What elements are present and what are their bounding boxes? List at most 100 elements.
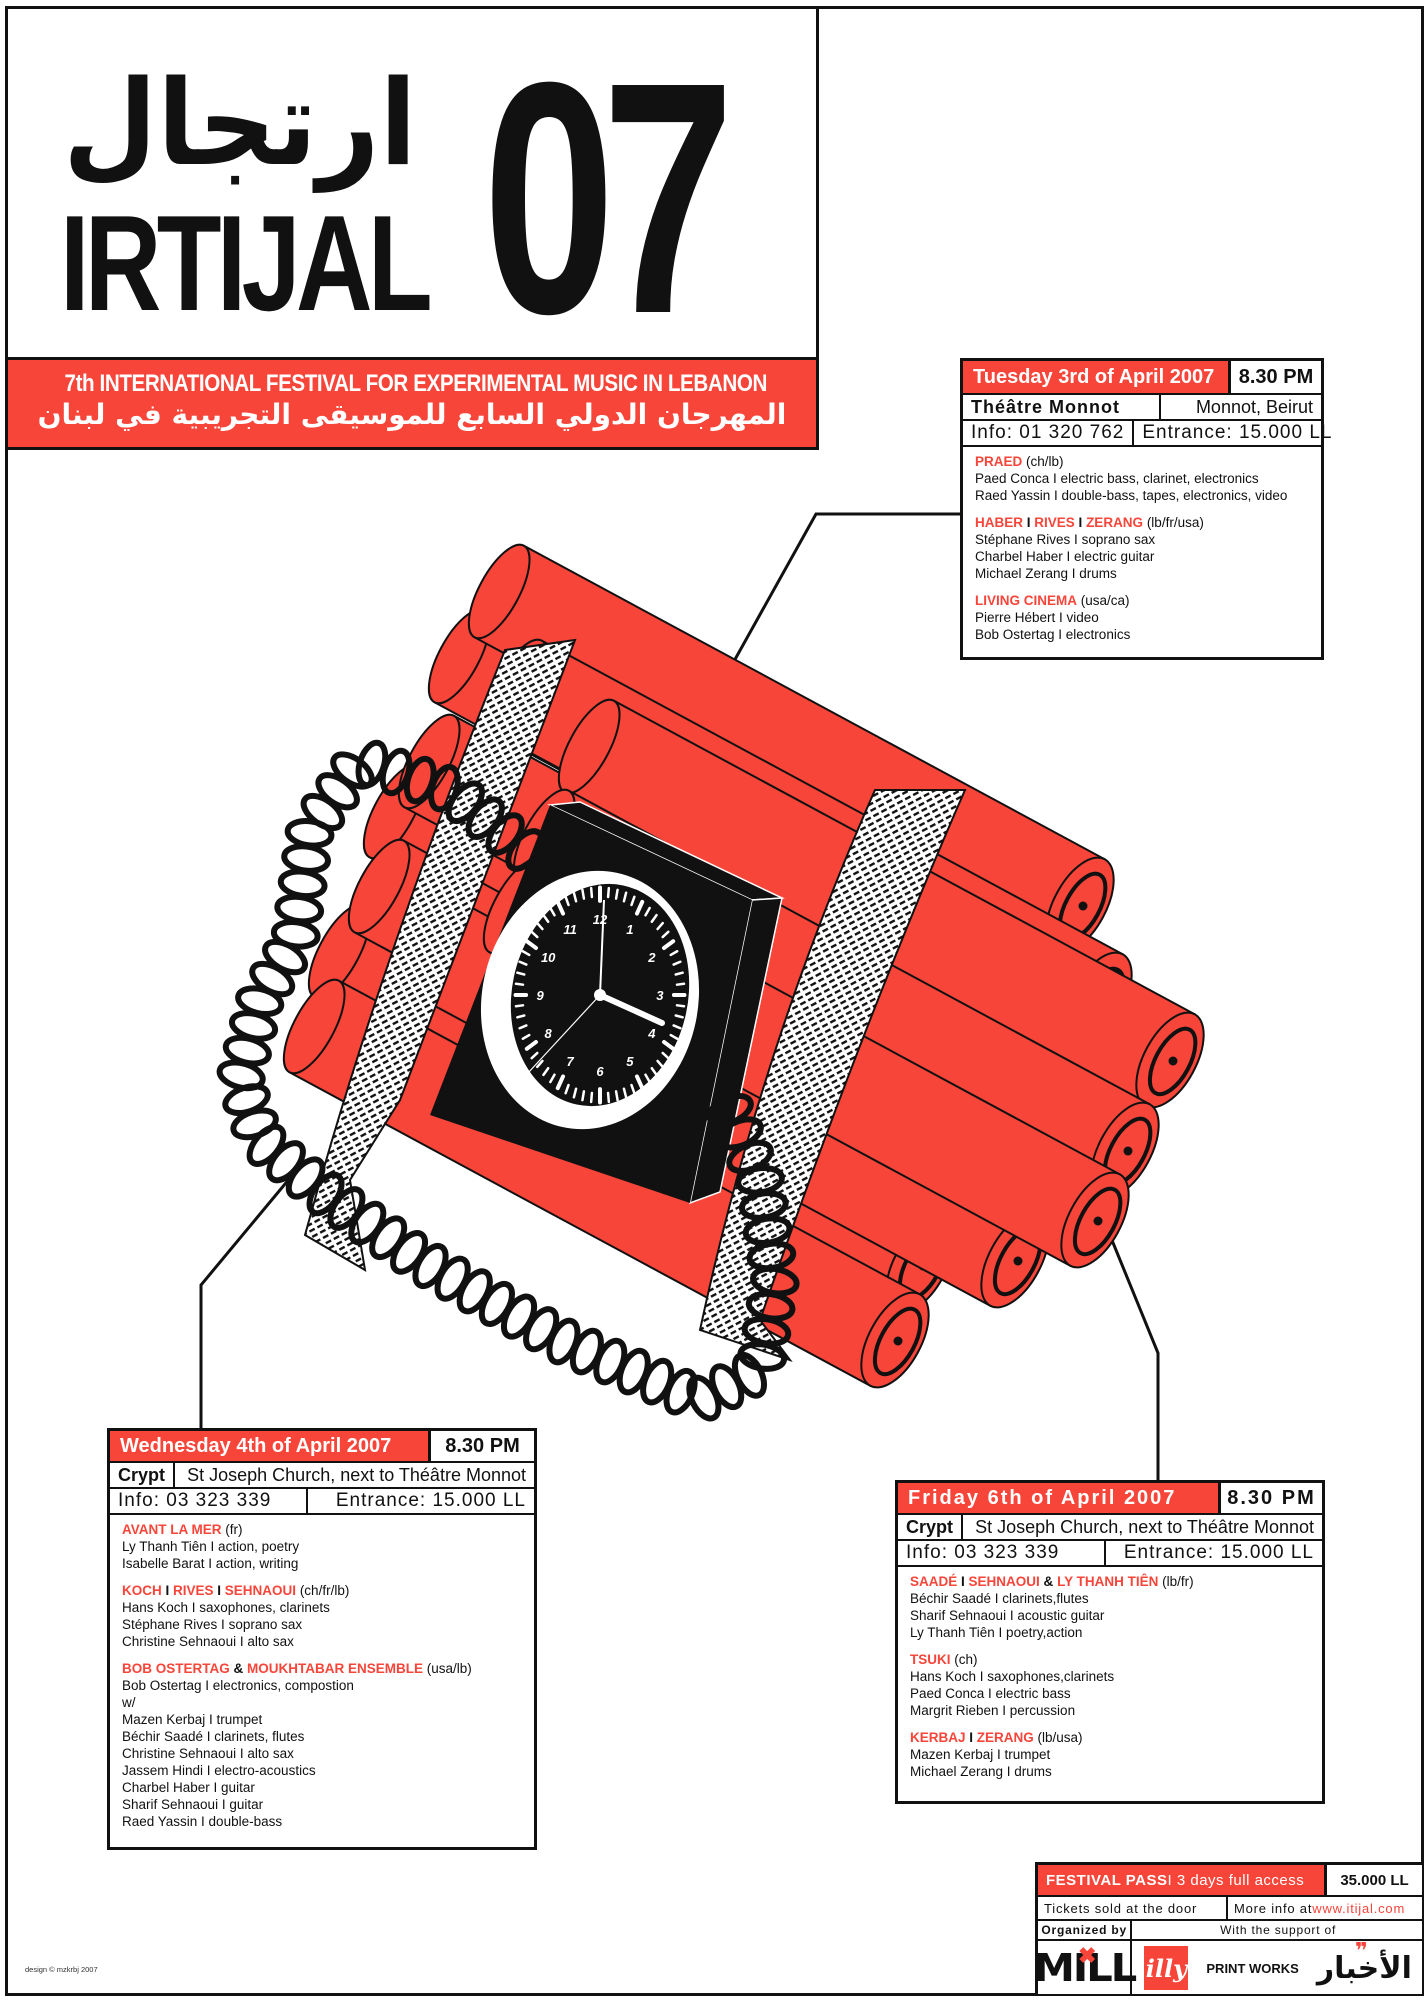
event-address: St Joseph Church, next to Théâtre Monnot bbox=[187, 1464, 526, 1485]
cord-loop bbox=[706, 1092, 754, 1128]
act-member: Paed Conca I electric bass bbox=[910, 1686, 1071, 1701]
cord-loop bbox=[274, 893, 325, 925]
act-name: RIVES bbox=[1034, 515, 1075, 530]
clock-tick bbox=[662, 1040, 676, 1051]
act-separator: I bbox=[957, 1574, 969, 1589]
clock-tick bbox=[518, 960, 528, 966]
clock-numeral: 7 bbox=[566, 1054, 574, 1069]
stick-back-end bbox=[347, 838, 411, 935]
clock-tick bbox=[669, 1033, 679, 1040]
event-venue: Théâtre Monnot bbox=[963, 395, 1161, 419]
clock-tick bbox=[622, 1087, 628, 1099]
act: HABER I RIVES I ZERANG (lb/fr/usa)Stépha… bbox=[975, 514, 1309, 582]
act-title: KERBAJ I ZERANG (lb/usa) bbox=[910, 1729, 1310, 1746]
event-date: Wednesday 4th of April 2007 bbox=[110, 1431, 431, 1461]
act-origin: (ch) bbox=[950, 1652, 978, 1667]
act-member: Charbel Haber I electric guitar bbox=[975, 549, 1155, 564]
event-box-friday: Friday 6th of April 2007 8.30 PM Crypt S… bbox=[895, 1480, 1325, 1804]
illy-logo: illy bbox=[1144, 1946, 1189, 1990]
act-member: Michael Zerang I drums bbox=[975, 566, 1117, 581]
event-box-tuesday: Tuesday 3rd of April 2007 8.30 PM Théâtr… bbox=[960, 358, 1331, 660]
clock-tick bbox=[675, 1004, 686, 1008]
act-member: Michael Zerang I drums bbox=[910, 1764, 1052, 1779]
act-name: HABER bbox=[975, 515, 1024, 530]
act-origin: (usa/lb) bbox=[423, 1661, 472, 1676]
clock-tick bbox=[672, 1024, 682, 1030]
event-entrance-fee: Entrance: 15.000 LL bbox=[335, 1490, 526, 1511]
act-member: Bob Ostertag I electronics, compostion bbox=[122, 1678, 354, 1693]
clock-tick bbox=[644, 1073, 651, 1084]
act-name: LIVING CINEMA bbox=[975, 593, 1078, 608]
clock-tick bbox=[661, 1051, 670, 1060]
mill-logo: MILL ✖ bbox=[1033, 1941, 1137, 1995]
act: AVANT LA MER (fr)Ly Thanh Tiên I action,… bbox=[122, 1521, 522, 1572]
act-title: PRAED (ch/lb) bbox=[975, 453, 1309, 470]
mill-x-icon: ✖ bbox=[1078, 1943, 1097, 1968]
clock-tick bbox=[606, 886, 611, 899]
clock-tick bbox=[542, 913, 550, 924]
act-name: LY THANH TIÊN bbox=[1057, 1574, 1159, 1589]
act-member: Raed Yassin I double-bass bbox=[122, 1814, 283, 1829]
act-origin: (ch/fr/lb) bbox=[296, 1583, 350, 1598]
cord-loop bbox=[281, 843, 331, 874]
clock-tick bbox=[549, 906, 556, 917]
clock-numeral: 3 bbox=[656, 988, 664, 1003]
clock-tick bbox=[581, 1090, 586, 1102]
act-name: RIVES bbox=[173, 1583, 214, 1598]
subtitle-english: 7th INTERNATIONAL FESTIVAL FOR EXPERIMEN… bbox=[64, 370, 768, 397]
festival-pass-box: FESTIVAL PASS I 3 days full access 35.00… bbox=[1033, 1862, 1424, 1995]
connector-wednesday bbox=[199, 1177, 292, 1428]
event-info-phone: Info: 01 320 762 bbox=[963, 421, 1135, 445]
clock-tick bbox=[530, 930, 539, 939]
clock-tick bbox=[630, 1083, 636, 1095]
clock-tick bbox=[555, 899, 566, 916]
act-name: KOCH bbox=[122, 1583, 162, 1598]
clock-tick bbox=[674, 971, 684, 976]
website-link[interactable]: www.itijal.com bbox=[1312, 1900, 1406, 1916]
mill-logo-text: MILL bbox=[1033, 1946, 1137, 1990]
act: PRAED (ch/lb)Paed Conca I electric bass,… bbox=[975, 453, 1309, 504]
event-address: Monnot, Beirut bbox=[1195, 396, 1313, 417]
event-venue: Crypt bbox=[898, 1515, 964, 1539]
subtitle-arabic: المهرجان الدولي السابع للموسيقى التجريبي… bbox=[37, 398, 787, 431]
act-member: Pierre Hébert I video bbox=[975, 610, 1099, 625]
clock-tick bbox=[549, 1073, 556, 1084]
festival-pass-price: 35.000 LL bbox=[1340, 1871, 1409, 1889]
clock-numeral: 10 bbox=[541, 950, 556, 965]
clock-tick bbox=[518, 1024, 528, 1030]
event-address: St Joseph Church, next to Théâtre Monnot bbox=[975, 1516, 1314, 1537]
clock-tick bbox=[606, 1091, 611, 1104]
stick-fuse-hole bbox=[1123, 1146, 1133, 1156]
organized-by-label: Organized by bbox=[1038, 1921, 1131, 1941]
festival-pass-detail: I 3 days full access bbox=[1167, 1871, 1305, 1889]
clock-tick bbox=[516, 971, 526, 976]
act-name: SAADÉ bbox=[910, 1574, 958, 1589]
clock-tick bbox=[581, 888, 586, 900]
act-member: Ly Thanh Tiên I poetry,action bbox=[910, 1625, 1083, 1640]
clock-tick bbox=[514, 1004, 525, 1008]
clock-tick bbox=[634, 899, 645, 916]
connector-friday bbox=[1105, 1227, 1160, 1480]
act-member: w/ bbox=[122, 1695, 136, 1710]
act-name: SEHNAOUI bbox=[224, 1583, 297, 1598]
clock-second-hand bbox=[527, 994, 601, 1074]
act-name: KERBAJ bbox=[910, 1730, 966, 1745]
act-separator: I bbox=[1023, 515, 1035, 530]
act-name: ZERANG bbox=[1086, 515, 1144, 530]
al-akhbar-logo: الأخبار ❞ bbox=[1317, 1939, 1412, 1986]
event-info-phone: Info: 03 323 339 bbox=[110, 1489, 308, 1513]
act-separator: I bbox=[213, 1583, 225, 1598]
act-member: Jassem Hindi I electro-acoustics bbox=[122, 1763, 316, 1778]
act-member: Hans Koch I saxophones, clarinets bbox=[122, 1600, 330, 1615]
clock-tick bbox=[669, 950, 679, 957]
clock-tick bbox=[662, 939, 676, 950]
act-member: Stéphane Rives I soprano sax bbox=[975, 532, 1156, 547]
clock-minute-hand bbox=[599, 899, 605, 996]
event-date: Tuesday 3rd of April 2007 bbox=[963, 361, 1231, 393]
stick-fuse-hole bbox=[1078, 901, 1088, 911]
clock-tick bbox=[634, 1074, 645, 1091]
act: BOB OSTERTAG & MOUKHTABAR ENSEMBLE (usa/… bbox=[122, 1660, 522, 1830]
act-origin: (ch/lb) bbox=[1022, 454, 1064, 469]
